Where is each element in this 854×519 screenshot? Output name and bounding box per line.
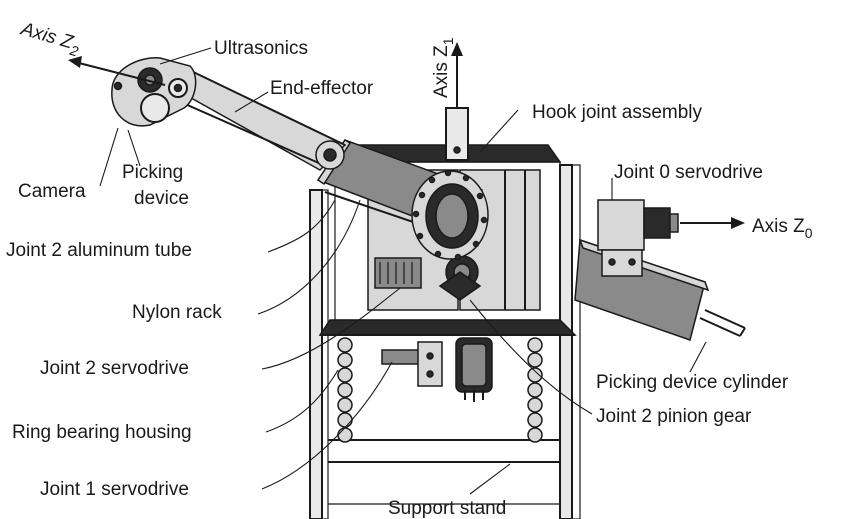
ring-bearing-label: Ring bearing housing [12,422,192,443]
joint0-servodrive-label: Joint 0 servodrive [614,162,763,183]
axis-z1-arrow [451,42,463,108]
axis-z2-arrow [68,56,166,86]
joint0-servodrive [597,199,679,277]
joint2-tube-label: Joint 2 aluminum tube [6,240,192,261]
ring-bearing-chain-left [337,337,353,443]
ring-flange [411,169,489,261]
picking-device-head [111,57,197,127]
axis-z0-arrow [680,217,745,229]
lower-platform [318,319,577,336]
ultrasonics-label: Ultrasonics [214,38,308,59]
support-stand-label: Support stand [388,498,506,519]
picking-device-label-line1: Picking [122,162,183,183]
labels: Axis Z2 Axis Z1 Axis Z0 Ultrasonics End-… [6,18,813,519]
end-effector-label: End-effector [270,78,374,99]
axis-z1-label: Axis Z1 [431,37,456,98]
axis-z2-label: Axis Z2 [17,18,83,59]
picking-cylinder-label: Picking device cylinder [596,372,789,393]
picking-device-cylinder [574,238,746,341]
hook-joint-label: Hook joint assembly [532,102,703,123]
joint1-servodrive-label: Joint 1 servodrive [40,479,189,500]
axis-z0-label: Axis Z0 [752,216,813,241]
picking-device-label-line2: device [134,188,189,209]
leader-lines [99,47,707,495]
joint2-servodrive-label: Joint 2 servodrive [40,358,189,379]
nylon-rack-label: Nylon rack [132,302,222,323]
joint2-pinion-label: Joint 2 pinion gear [596,406,752,427]
joint2-pinion-gear [438,255,482,301]
joint1-servodrive [381,337,493,402]
camera-label: Camera [18,181,86,202]
joint2-servodrive [374,257,422,289]
z1-post [445,107,469,161]
ring-bearing-chain-right [527,337,543,443]
